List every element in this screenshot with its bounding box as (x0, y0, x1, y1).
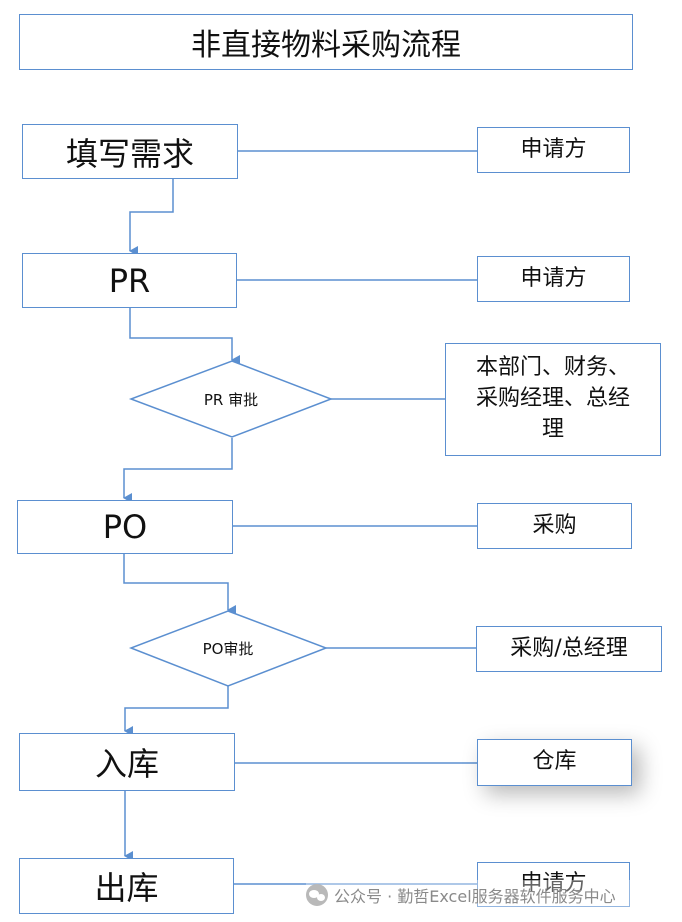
pr-approval-diamond (128, 360, 334, 438)
pr-approvers-line-1: 本部门、财务、 (475, 355, 630, 381)
pr-approvers-line-2: 采购经理、总经 (475, 386, 630, 412)
role-purchasing: 采购 (477, 503, 632, 549)
flow-pr-to-approval (129, 308, 240, 365)
watermark-text: 公众号 · 勤哲Excel服务器软件服务中心 (334, 887, 616, 906)
flow-approval-to-po (123, 438, 233, 503)
role-applicant-2: 申请方 (477, 256, 630, 302)
flow-po-to-approval (123, 554, 236, 615)
flow-approval-to-in (124, 686, 229, 736)
pr-approval-label: PR 审批 (203, 391, 259, 409)
po-approval-diamond (128, 610, 329, 687)
role-po-approvers: 采购/总经理 (476, 626, 662, 672)
pr-approvers-line-3: 理 (541, 416, 564, 442)
wechat-icon (306, 884, 328, 906)
step-pr: PR (22, 253, 237, 308)
flow-title: 非直接物料采购流程 (19, 14, 633, 70)
step-po: PO (17, 500, 233, 554)
step-warehouse-out: 出库 (19, 858, 234, 914)
role-warehouse: 仓库 (477, 739, 632, 786)
role-pr-approvers: 本部门、财务、 采购经理、总经 理 (445, 343, 661, 456)
watermark: 公众号 · 勤哲Excel服务器软件服务中心 (306, 880, 676, 910)
flow-fill-to-pr (129, 178, 174, 256)
step-warehouse-in: 入库 (19, 733, 235, 791)
step-fill-requirement: 填写需求 (22, 124, 238, 179)
po-approval-label: PO审批 (202, 640, 254, 658)
role-applicant-3: 申请方 (477, 862, 630, 907)
role-applicant-1: 申请方 (477, 127, 630, 173)
